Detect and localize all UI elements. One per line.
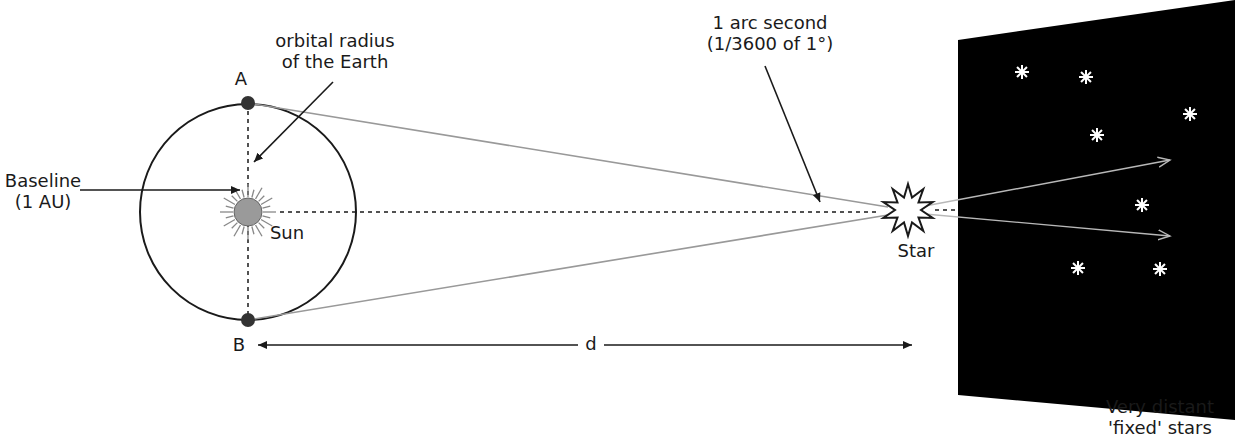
fixed-star [1081, 72, 1091, 82]
sun-ray [259, 223, 265, 229]
sun-ray [252, 190, 254, 198]
sun-ray [242, 190, 244, 198]
leader-arrow [80, 189, 240, 191]
fixed-stars [1015, 65, 1197, 276]
leader-arrow [254, 82, 333, 162]
star-symbol [883, 184, 932, 236]
fixed-star [1185, 109, 1195, 119]
field-label: Very distant 'fixed' stars [1090, 396, 1230, 438]
sun-ray [247, 227, 248, 240]
sun-symbol [220, 184, 276, 240]
earth-position [241, 313, 255, 327]
distance-label: d [578, 333, 604, 354]
fixed-star [1092, 130, 1102, 140]
sun-ray [232, 223, 238, 229]
sun-ray [262, 216, 270, 218]
sun-ray [224, 198, 235, 205]
sun-ray [232, 196, 238, 202]
sun-ray [242, 226, 244, 234]
fixed-star [1155, 264, 1165, 274]
sun-ray [262, 206, 270, 208]
orbit-label: orbital radius of the Earth [270, 30, 400, 72]
projected-line [925, 214, 1170, 236]
sight-line [248, 215, 888, 320]
sun-label: Sun [262, 222, 312, 243]
earth-position [241, 96, 255, 110]
fixed-star [1017, 67, 1027, 77]
sun-disc [234, 198, 262, 226]
sun-ray [247, 184, 248, 197]
projected-line [925, 160, 1170, 206]
sun-ray [252, 226, 254, 234]
leader-arrow [765, 66, 820, 202]
fixed-star [1073, 263, 1083, 273]
baseline-label: Baseline (1 AU) [2, 170, 84, 212]
star-field [958, 0, 1235, 420]
sun-ray [256, 225, 263, 236]
angle-label: 1 arc second (1/3600 of 1°) [700, 12, 840, 54]
star-label: Star [886, 240, 946, 261]
sun-ray [261, 198, 272, 205]
distance-line [935, 209, 958, 211]
fixed-star [1137, 200, 1147, 210]
point-label: A [226, 68, 256, 89]
point-label: B [224, 334, 254, 355]
sun-ray [224, 220, 235, 227]
sun-ray [220, 211, 233, 212]
distance-line [280, 211, 880, 213]
sun-ray [226, 206, 234, 208]
sun-ray [226, 216, 234, 218]
sun-ray [259, 196, 265, 202]
sun-ray [234, 225, 241, 236]
sun-ray [256, 188, 263, 199]
sight-line [248, 103, 888, 207]
sun-ray [263, 211, 276, 212]
